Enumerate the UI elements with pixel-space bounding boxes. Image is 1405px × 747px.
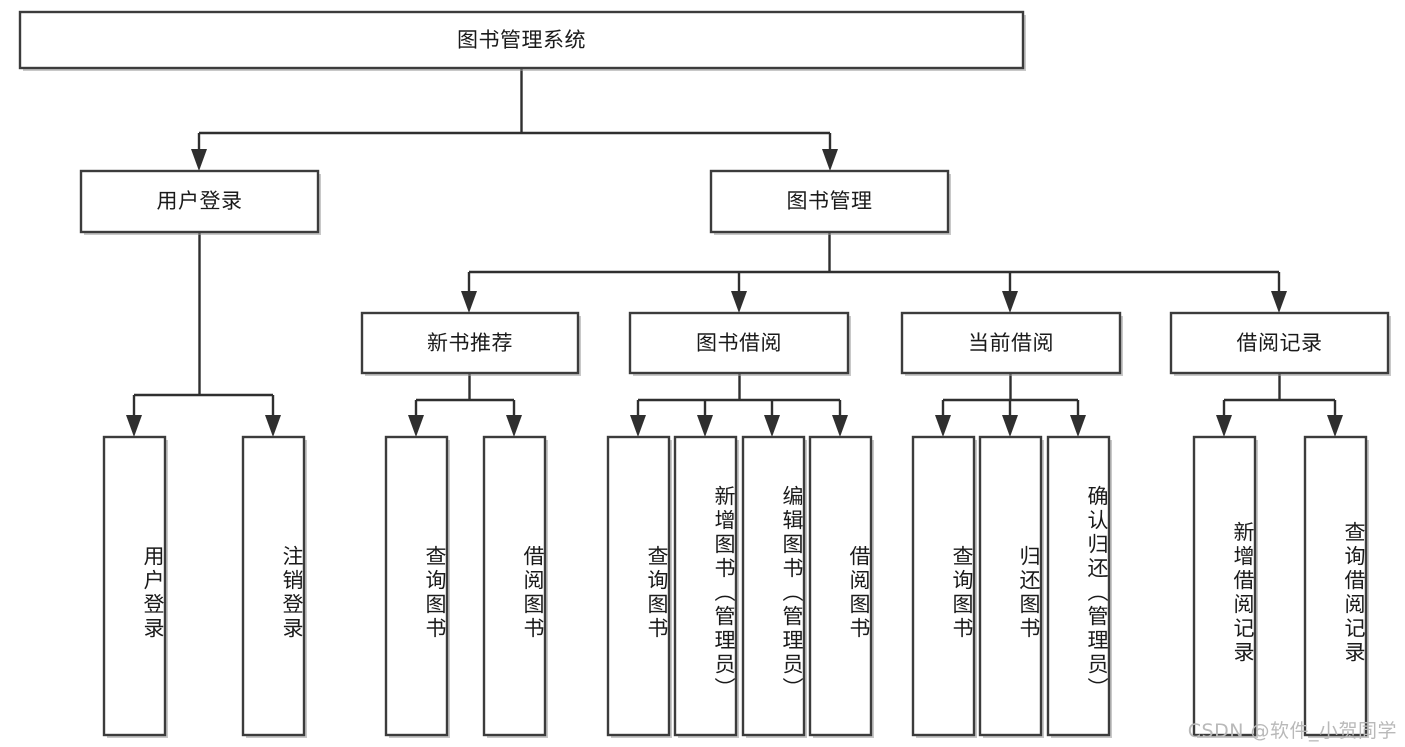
node-user-login[interactable] [79, 169, 321, 235]
node-leaf-query-record[interactable] [1303, 435, 1369, 738]
node-leaf-edit-book[interactable] [741, 435, 807, 738]
node-leaf-confirm-return[interactable] [1046, 435, 1112, 738]
connector-book-borrow-to-leaves [630, 373, 848, 437]
node-leaf-logout[interactable] [241, 435, 307, 738]
node-leaf-query-book-1[interactable] [384, 435, 450, 738]
node-leaf-borrow-book-2[interactable] [808, 435, 874, 738]
node-leaf-borrow-book-1[interactable] [482, 435, 548, 738]
node-book-manage[interactable] [709, 169, 951, 235]
csdn-watermark: CSDN @软件_小贺同学 [1187, 720, 1397, 742]
connector-book-manage-to-level3 [461, 232, 1287, 313]
node-leaf-user-login[interactable] [102, 435, 168, 738]
node-new-book-recommend[interactable] [360, 311, 581, 376]
connector-user-login-to-leaves [126, 232, 281, 437]
node-root[interactable] [18, 10, 1026, 71]
node-leaf-return-book[interactable] [978, 435, 1044, 738]
node-leaf-query-book-3[interactable] [911, 435, 977, 738]
node-leaf-add-book[interactable] [673, 435, 739, 738]
connector-new-book-recommend-to-leaves [408, 373, 522, 437]
connector-current-borrow-to-leaves [935, 373, 1086, 437]
node-leaf-add-record[interactable] [1192, 435, 1258, 738]
node-current-borrow[interactable] [900, 311, 1123, 376]
node-leaf-query-book-2[interactable] [606, 435, 672, 738]
connector-borrow-record-to-leaves [1216, 373, 1343, 437]
connector-root-to-level2 [191, 68, 838, 171]
node-borrow-record[interactable] [1169, 311, 1391, 376]
node-book-borrow[interactable] [628, 311, 851, 376]
